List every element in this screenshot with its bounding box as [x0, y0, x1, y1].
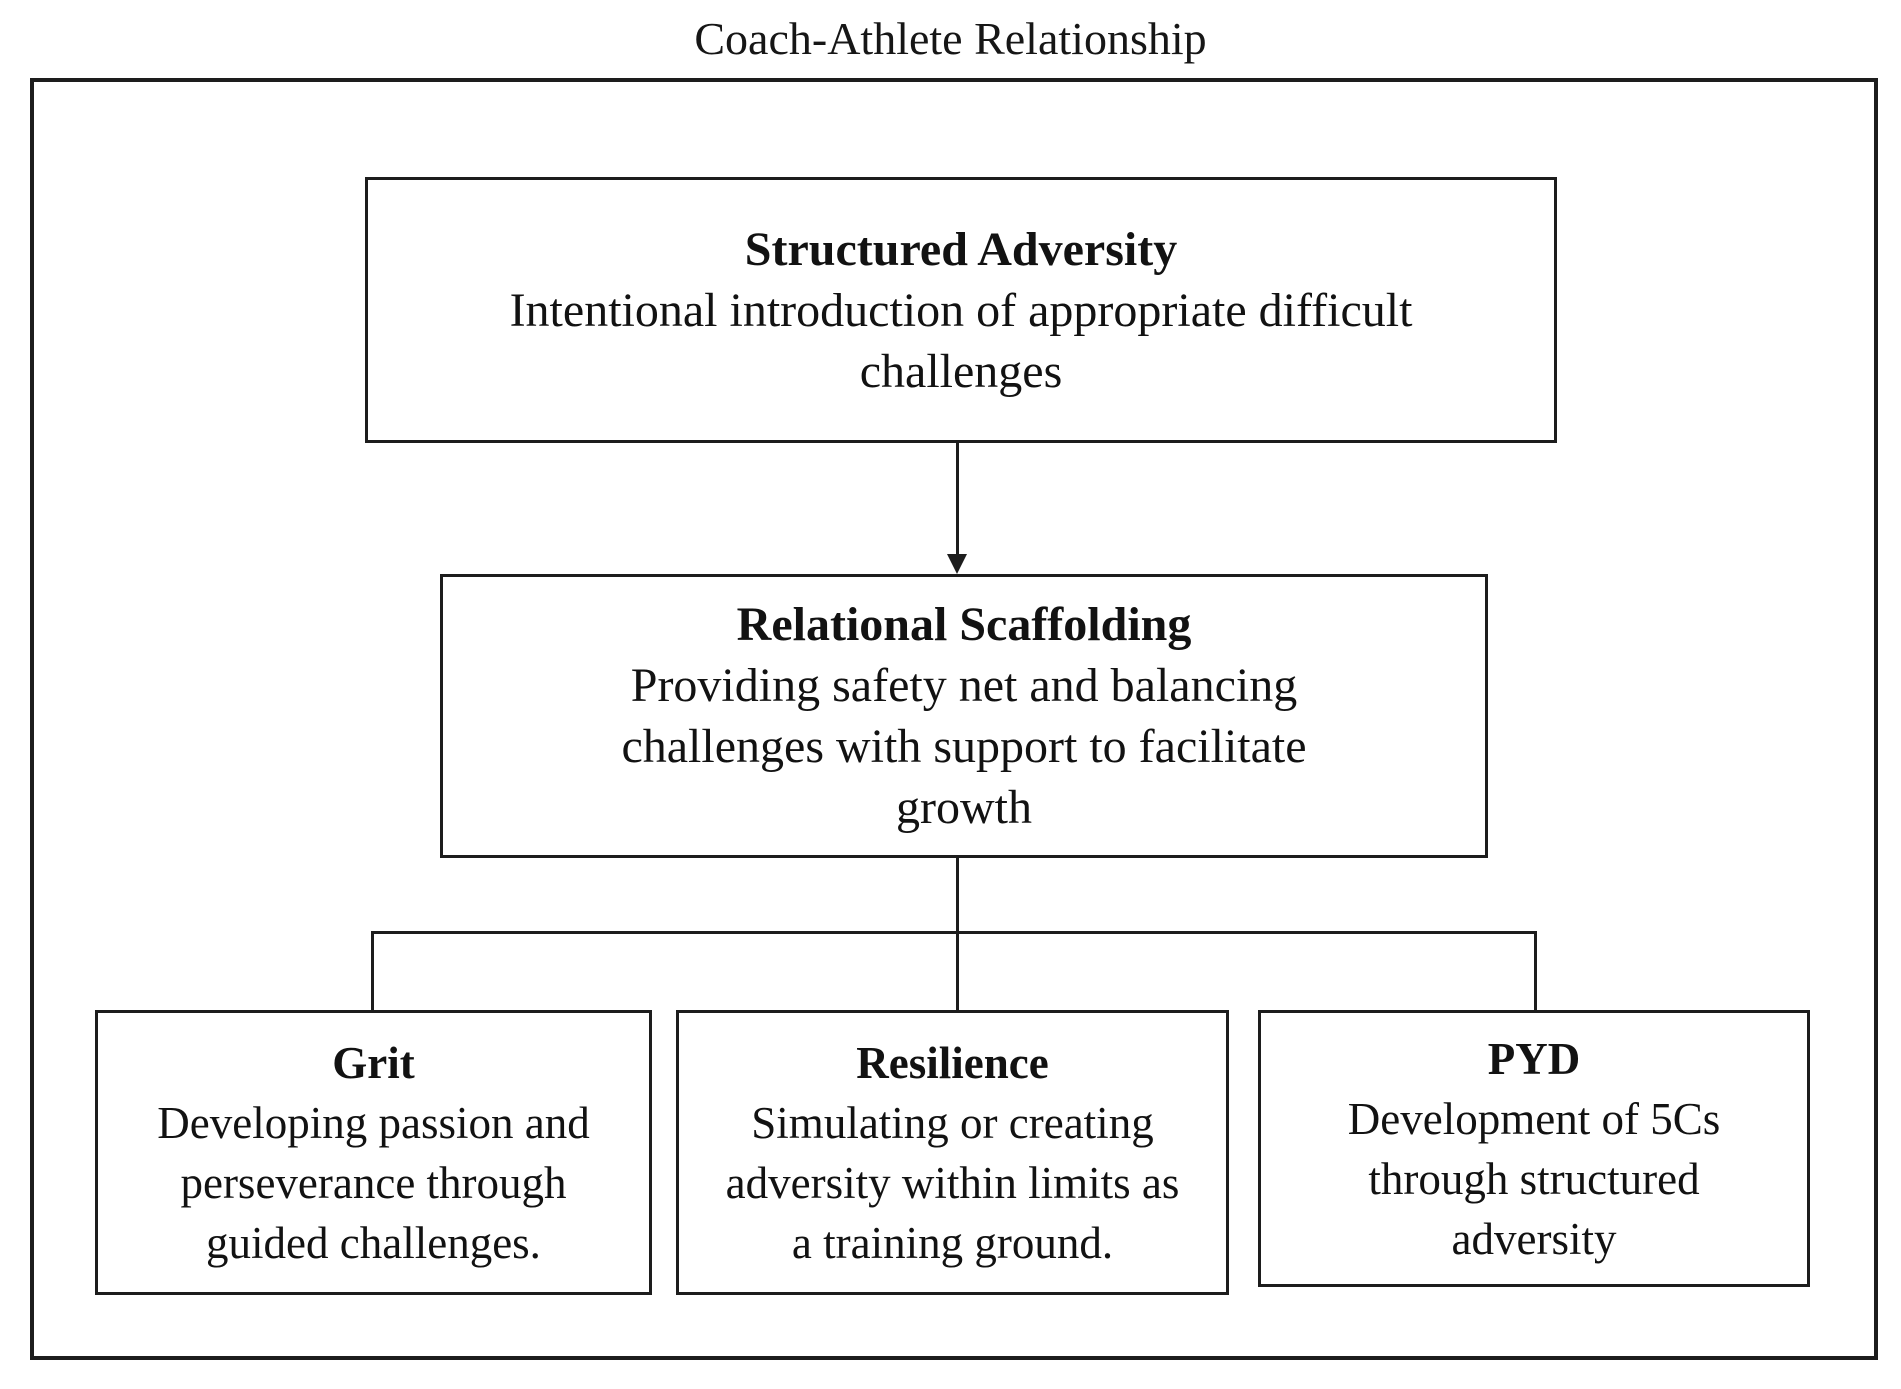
arrow-connector-line: [956, 443, 959, 559]
connector-horizontal-bar: [371, 931, 1537, 934]
node-text-line: growth: [896, 781, 1032, 834]
node-text-line: through structured: [1368, 1153, 1700, 1204]
node-text-line: challenges: [859, 344, 1063, 398]
connector-center-stem: [956, 858, 959, 1012]
node-heading: Structured Adversity: [744, 222, 1178, 276]
connector-drop-left: [371, 931, 374, 1012]
node-heading: Relational Scaffolding: [736, 598, 1192, 651]
node-text-line: perseverance through: [180, 1157, 567, 1208]
node-pyd: PYD Development of 5Cs through structure…: [1258, 1010, 1810, 1287]
node-text-line: Development of 5Cs: [1347, 1093, 1721, 1144]
node-text-line: Providing safety net and balancing: [630, 659, 1298, 712]
node-heading: Grit: [332, 1037, 415, 1088]
connector-drop-right: [1534, 931, 1537, 1012]
node-grit: Grit Developing passion and perseverance…: [95, 1010, 652, 1295]
diagram-title: Coach-Athlete Relationship: [694, 13, 1207, 64]
node-text-line: Simulating or creating: [751, 1097, 1154, 1148]
node-text-line: a training ground.: [791, 1217, 1114, 1268]
node-heading: PYD: [1487, 1033, 1581, 1084]
node-text-line: adversity: [1451, 1213, 1617, 1264]
node-relational-scaffolding: Relational Scaffolding Providing safety …: [440, 574, 1488, 858]
node-text-line: guided challenges.: [206, 1217, 541, 1268]
node-text-line: Developing passion and: [157, 1097, 590, 1148]
node-text-line: challenges with support to facilitate: [621, 720, 1307, 773]
node-text-line: adversity within limits as: [725, 1157, 1180, 1208]
node-structured-adversity: Structured Adversity Intentional introdu…: [365, 177, 1557, 443]
node-text-line: Intentional introduction of appropriate …: [509, 283, 1413, 337]
node-heading: Resilience: [856, 1037, 1049, 1088]
arrow-down-icon: [947, 554, 967, 574]
node-resilience: Resilience Simulating or creating advers…: [676, 1010, 1229, 1295]
